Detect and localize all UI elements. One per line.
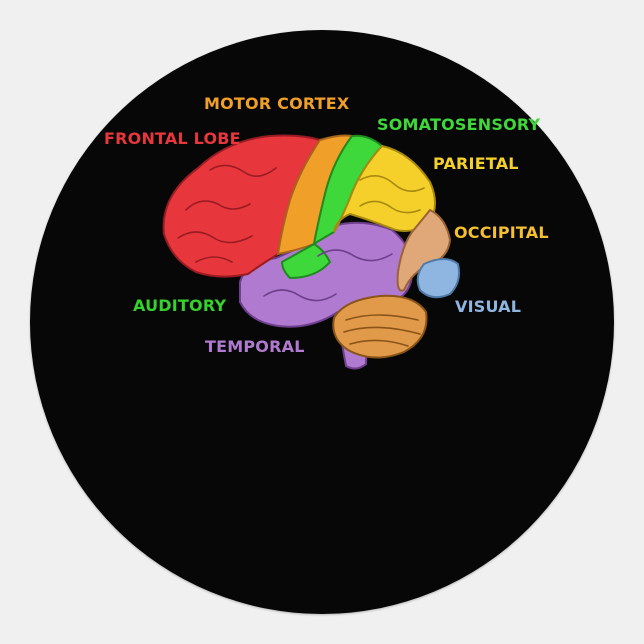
label-motor-cortex: MOTOR CORTEX xyxy=(204,94,350,113)
cerebellum xyxy=(332,294,428,359)
label-occipital: OCCIPITAL xyxy=(454,223,549,242)
round-sticker xyxy=(30,30,614,614)
label-frontal-lobe: FRONTAL LOBE xyxy=(104,129,241,148)
occipital-lobe xyxy=(396,208,452,292)
label-auditory: AUDITORY xyxy=(133,296,227,315)
parietal-lobe xyxy=(333,144,436,233)
gyri-texture xyxy=(177,164,425,347)
label-parietal: PARIETAL xyxy=(433,154,519,173)
label-temporal: TEMPORAL xyxy=(205,337,305,356)
label-visual: VISUAL xyxy=(455,297,522,316)
label-somatosensory: SOMATOSENSORY xyxy=(377,115,541,134)
visual-area xyxy=(416,258,460,299)
